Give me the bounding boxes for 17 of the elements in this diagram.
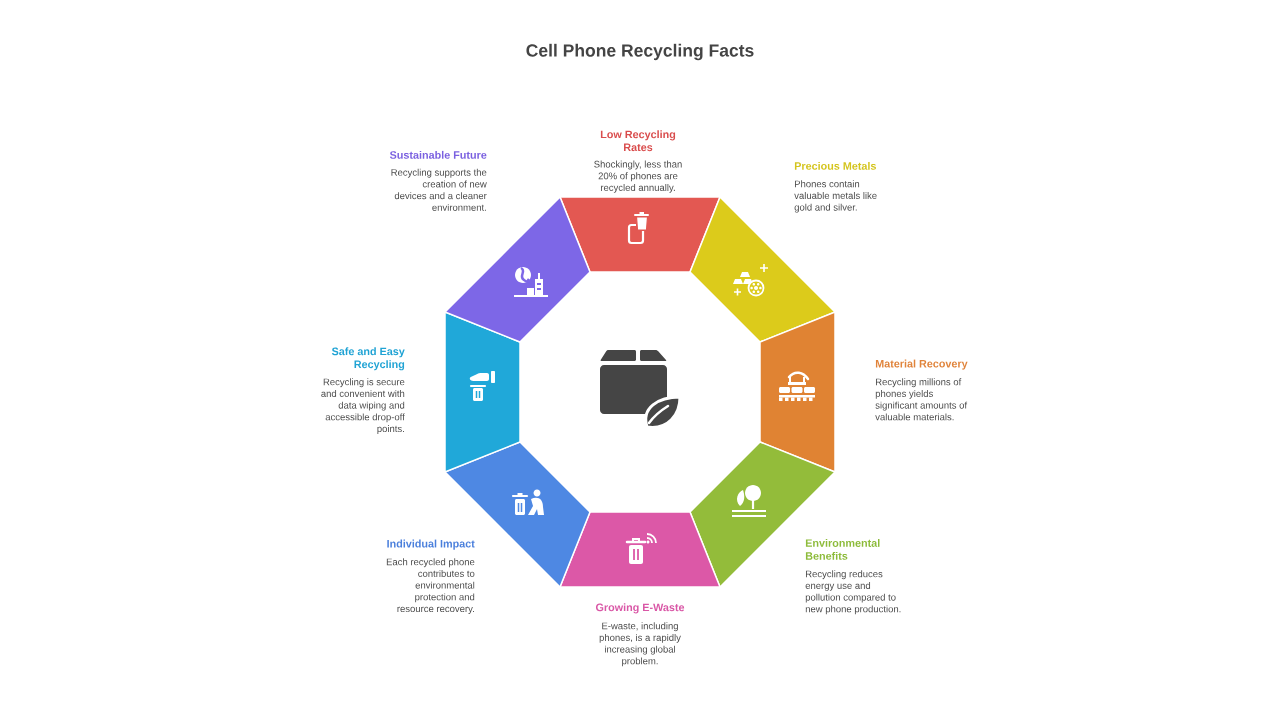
segment-description: Recycling reduces energy use and pollution compared to new phone production. (805, 570, 901, 615)
segment-heading: Growing E-Waste (595, 603, 685, 614)
segment-description: Recycling supports the creation of new devices and a cleaner environment. (391, 168, 487, 211)
segment-description: Recycling millions of phones yields significant amounts of valuable materials. (875, 378, 968, 421)
title: Cell Phone Recycling Facts (526, 43, 754, 61)
segment-heading: Material Recovery (875, 359, 968, 370)
segment-description: Each recycled phone contributes to environmental protection and resource recovery. (386, 558, 475, 614)
segment-heading: Environmental Benefits (805, 539, 880, 560)
segment-heading: Individual Impact (387, 539, 475, 550)
segment-heading: Sustainable Future (389, 150, 487, 159)
segment-description: Phones contain valuable metals like gold and silver. (794, 180, 877, 213)
segment-heading: Safe and Easy Recycling (331, 347, 405, 371)
segment-description: Shockingly, less than 20% of phones are recycled annually. (594, 160, 682, 193)
segment-description: E-waste, including phones, is a rapidly increasing global problem. (599, 622, 681, 667)
segment-heading: Precious Metals (794, 161, 876, 170)
segment-description: Recycling is secure and convenient with data wiping and accessible drop-off points. (321, 378, 405, 434)
segment-heading: Low Recycling Rates (600, 130, 676, 152)
